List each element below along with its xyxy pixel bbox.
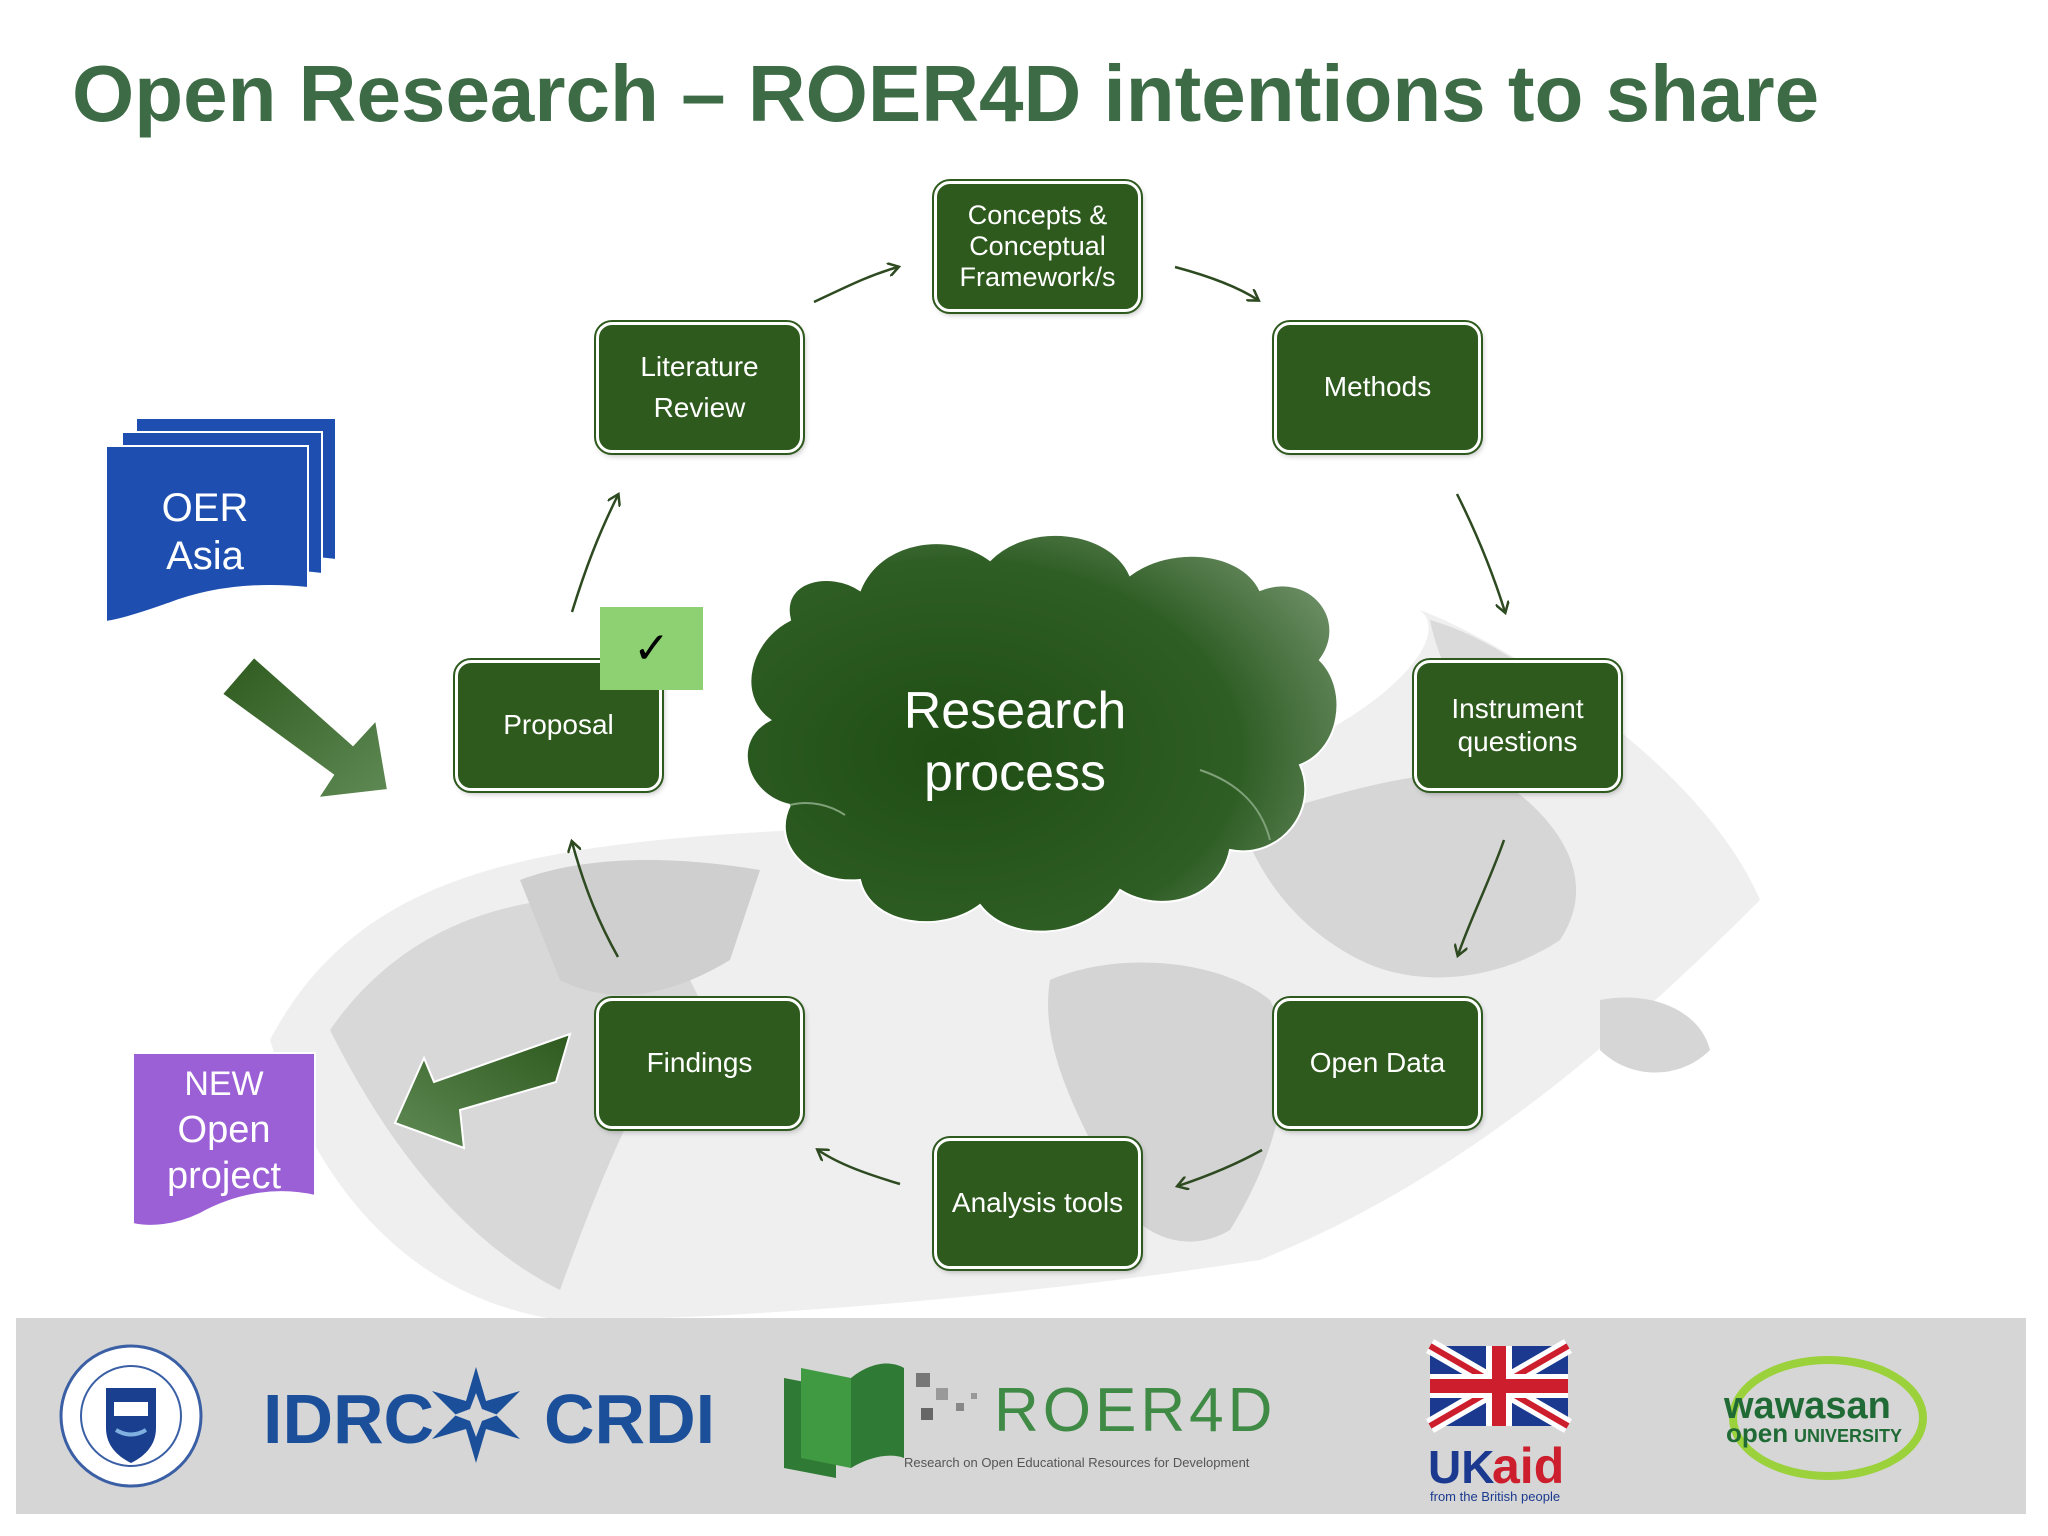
footer-logos-graphics: IDRC CRDI ROER4D Research on Open Educat… <box>59 1339 1927 1504</box>
wawasan-open-text: open <box>1726 1418 1788 1448</box>
slide-title: Open Research – ROER4D intentions to sha… <box>72 49 1820 138</box>
checkmark-icon: ✓ <box>600 607 703 690</box>
step-findings: Findings <box>594 996 805 1131</box>
footer-logo-bar: IDRC CRDI ROER4D Research on Open Educat… <box>16 1318 2026 1514</box>
new-open-project-document <box>132 1052 316 1227</box>
new-label: NEW <box>184 1065 264 1103</box>
roer4d-tagline: Research on Open Educational Resources f… <box>904 1455 1250 1470</box>
wawasan-university-text: UNIVERSITY <box>1794 1426 1902 1446</box>
wawasan-swoosh-icon <box>1729 1356 1927 1480</box>
uk-flag-icon <box>1425 1339 1573 1433</box>
step-concepts: Concepts & Conceptual Framework/s <box>932 179 1143 314</box>
cycle-arrows <box>572 267 1505 1186</box>
step-instrument-questions: Instrument questions <box>1412 658 1623 793</box>
ukaid-tagline: from the British people <box>1430 1489 1560 1504</box>
input-arrow <box>220 655 390 800</box>
ukaid-uk-text: UK <box>1428 1441 1494 1493</box>
crdi-text: CRDI <box>544 1380 715 1458</box>
research-process-cloud <box>745 533 1339 933</box>
research-process-label: Research process <box>903 682 1127 803</box>
roer4d-book-icon <box>784 1363 977 1478</box>
roer4d-text: ROER4D <box>994 1376 1276 1445</box>
step-methods: Methods <box>1272 320 1483 455</box>
idrc-star-icon <box>432 1367 520 1463</box>
oer-asia-label: OER Asia <box>161 486 249 578</box>
step-open-data: Open Data <box>1272 996 1483 1131</box>
step-proposal: Proposal <box>453 658 664 793</box>
open-project-label: Open project <box>166 1109 282 1197</box>
step-literature-review: Literature Review <box>594 320 805 455</box>
ukaid-aid-text: aid <box>1492 1438 1564 1494</box>
output-arrow <box>393 1032 572 1150</box>
step-analysis-tools: Analysis tools <box>932 1136 1143 1271</box>
oer-asia-document <box>105 417 337 624</box>
uct-seal-logo <box>59 1344 203 1488</box>
idrc-text: IDRC <box>263 1380 434 1458</box>
wawasan-text: wawasan <box>1723 1385 1891 1427</box>
